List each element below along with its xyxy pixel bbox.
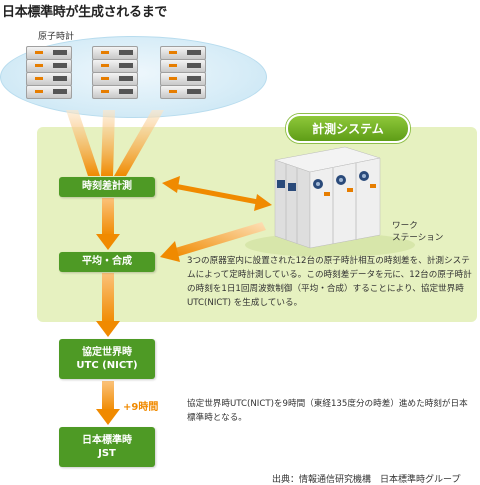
description-jst: 協定世界時UTC(NICT)を9時間（東経135度分の時差）進めた時刻が日本標準… <box>187 399 468 423</box>
workstation-label: ワーク ステーション <box>392 221 444 243</box>
atomic-clock-unit <box>92 85 138 99</box>
atomic-clock-unit <box>160 85 206 99</box>
atomic-clock-unit <box>26 85 72 99</box>
step-jst: 日本標準時 JST <box>59 427 155 467</box>
step-time-difference: 時刻差計測 <box>59 177 155 197</box>
step-utc: 協定世界時 UTC (NICT) <box>59 339 155 379</box>
arrow-workstation-to-average <box>160 222 266 262</box>
offset-label: +9時間 <box>123 402 159 413</box>
diagram-title: 日本標準時が生成されるまで <box>2 5 168 20</box>
clock-beam-right <box>114 110 164 176</box>
arrow-step1-to-step2 <box>96 198 120 250</box>
clock-beam-center <box>101 110 115 176</box>
source-credit: 出典：情報通信研究機構 日本標準時グループ <box>272 475 461 485</box>
clock-beam-left <box>66 110 100 176</box>
measurement-system-label: 計測システム <box>286 114 410 143</box>
workstation-racks <box>245 146 415 257</box>
description-measurement: 3つの原器室内に設置された12台の原子時計相互の時刻差を、計測システムによって定… <box>187 256 472 308</box>
step-average-synthesis: 平均・合成 <box>59 252 155 272</box>
arrow-step2-to-step3 <box>96 273 120 337</box>
atomic-clock-unit <box>160 46 206 60</box>
arrow-step3-to-step4 <box>96 381 120 425</box>
atomic-clocks-label: 原子時計 <box>38 32 75 42</box>
bidirectional-arrow <box>162 176 272 211</box>
